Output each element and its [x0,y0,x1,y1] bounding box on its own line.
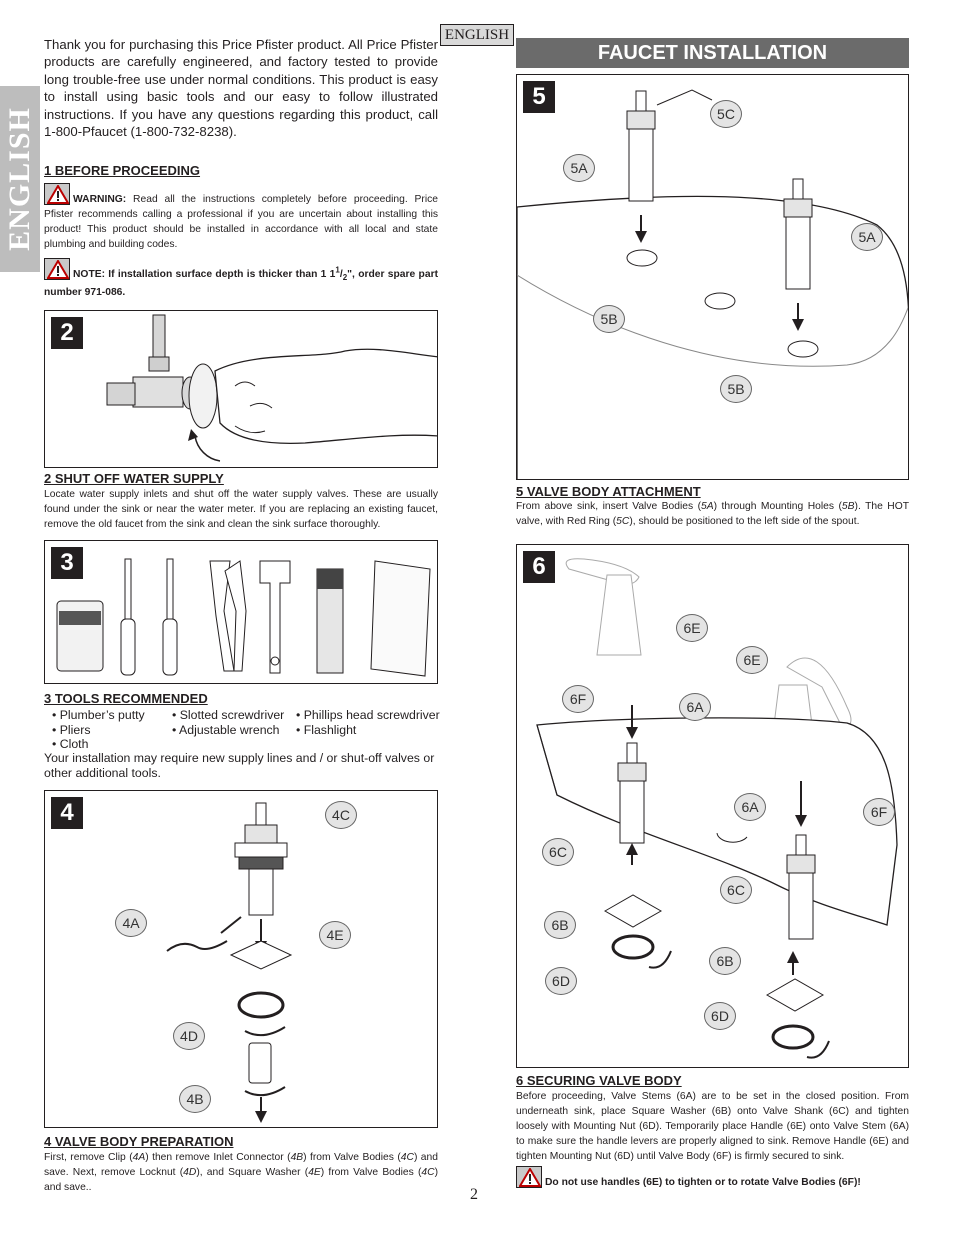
tools-illustration [56,558,431,677]
ref-4c: 4C [421,1167,435,1178]
section-6-text: Before proceeding, Valve Stems (6A) are … [516,1091,909,1162]
callout-5b-left: 5B [593,305,625,333]
faucet-installation-title: FAUCET INSTALLATION [516,38,909,68]
text-run: ). The HOT valve, with Red Ring ( [516,501,909,527]
text-run: ) and save. Next, remove Locknut ( [44,1152,438,1178]
callout-6b-right: 6B [709,947,741,975]
tool-item: • Plumber’s putty [52,708,145,722]
callout-6a-left: 6A [679,693,711,721]
securing-valve-body-illustration [536,558,898,1059]
callout-6d-left: 6D [545,967,577,995]
caution-text: Do not use handles (6E) to tighten or to… [545,1177,861,1188]
tool-item: • Slotted screwdriver [172,708,285,722]
ref-5c: 5C [616,516,630,527]
section-4-heading: 4 VALVE BODY PREPARATION [44,1134,234,1149]
section-2-text: Locate water supply inlets and shut off … [44,489,438,530]
callout-6c-right: 6C [720,876,752,904]
figure-6-panel: 6 6E 6E 6F 6A 6A 6F 6C 6C 6B 6B 6D 6D [516,544,909,1068]
warning-triangle-icon [44,258,70,280]
side-tab-label: ENGLISH [3,107,36,251]
valve-body-prep-illustration [166,802,293,1123]
callout-6d-right: 6D [704,1002,736,1030]
ref-4c: 4C [400,1152,414,1163]
ref-5a: 5A [701,501,714,512]
figure-6-number: 6 [523,551,555,583]
tools-col-2: • Slotted screwdriver • Adjustable wrenc… [172,708,284,737]
callout-4b: 4B [179,1085,211,1113]
callout-6e-right: 6E [736,646,768,674]
text-run: ) from Valve Bodies ( [320,1167,422,1178]
text-run: ), and Square Washer ( [196,1167,309,1178]
tools-col-1: • Plumber’s putty • Pliers • Cloth [52,708,145,752]
tool-item: • Phillips head screwdriver [296,708,440,722]
tool-item: • Flashlight [296,722,357,737]
section-3-heading: 3 TOOLS RECOMMENDED [44,691,208,706]
callout-4e: 4E [319,921,351,949]
figure-5-panel: 5 5C 5A 5A 5B 5B [516,74,909,480]
note-text-b: ", order spare part number 971-086. [44,269,439,299]
warning-triangle-icon [44,183,70,205]
section-4-text: First, remove Clip (4A) then remove Inle… [44,1150,438,1195]
figure-2-panel: 2 [44,310,438,468]
valve-body-attachment-illustration [517,89,908,479]
note-fraction-den: 2 [342,273,348,283]
tools-col-3: • Phillips head screwdriver • Flashlight [296,708,440,737]
figure-2-number: 2 [51,317,83,349]
text-run: ), should be positioned to the left side… [629,516,860,527]
section-5-text: From above sink, insert Valve Bodies (5A… [516,499,909,529]
text-run: ) through Mounting Holes ( [713,501,842,512]
figure-5-number: 5 [523,81,555,113]
callout-6e-left: 6E [676,614,708,642]
shutoff-valve-illustration [106,314,437,462]
ref-4e: 4E [308,1167,321,1178]
text-run: First, remove Clip ( [44,1152,133,1163]
caution-block: Do not use handles (6E) to tighten or to… [516,1166,909,1190]
tool-item: • Adjustable wrench [172,722,280,737]
callout-5b-right: 5B [720,375,752,403]
text-run: ) then remove Inlet Connector ( [145,1152,291,1163]
ref-4d: 4D [183,1167,197,1178]
figure-4-panel: 4 4C 4A 4E 4D 4B [44,790,438,1128]
ref-5b: 5B [841,501,855,512]
callout-5a-right: 5A [851,223,883,251]
callout-4a: 4A [115,909,147,937]
intro-paragraph: Thank you for purchasing this Price Pfis… [44,37,438,140]
section-6-heading: 6 SECURING VALVE BODY [516,1073,682,1088]
ref-4b: 4B [290,1152,304,1163]
callout-6b-left: 6B [544,911,576,939]
language-tag: ENGLISH [440,24,514,46]
callout-6f-left: 6F [562,685,594,713]
callout-4d: 4D [173,1022,205,1050]
text-run: ) and save.. [44,1167,439,1193]
warning-triangle-icon [516,1166,542,1188]
figure-4-number: 4 [51,797,83,829]
section-2-heading: 2 SHUT OFF WATER SUPPLY [44,471,224,486]
section-5-heading: 5 VALVE BODY ATTACHMENT [516,484,701,499]
callout-6f-right: 6F [863,798,895,826]
note-fraction-num: 1 [335,265,340,275]
warning-text: Read all the instructions completely bef… [44,194,438,250]
tool-item: • Cloth [52,737,89,751]
tool-item: • Pliers [52,722,91,737]
page-number: 2 [470,1186,478,1203]
note-block: NOTE: If installation surface depth is t… [44,258,438,300]
note-text-a: NOTE: If installation surface depth is t… [73,269,336,280]
callout-5c: 5C [710,100,742,128]
figure-3-panel: 3 [44,540,438,684]
section-3-text: Your installation may require new supply… [44,751,435,780]
callout-6a-right: 6A [734,793,766,821]
callout-6c-left: 6C [542,838,574,866]
figure-3-number: 3 [51,547,83,579]
callout-5a-left: 5A [563,154,595,182]
warning-block: WARNING: Read all the instructions compl… [44,183,438,252]
section-1-heading: 1 BEFORE PROCEEDING [44,163,201,178]
ref-4a: 4A [132,1152,146,1163]
text-run: From above sink, insert Valve Bodies ( [516,501,702,512]
language-side-tab: ENGLISH [0,86,40,272]
text-run: ) from Valve Bodies ( [303,1152,401,1163]
warning-label: WARNING: [73,194,127,205]
callout-4c: 4C [325,801,357,829]
